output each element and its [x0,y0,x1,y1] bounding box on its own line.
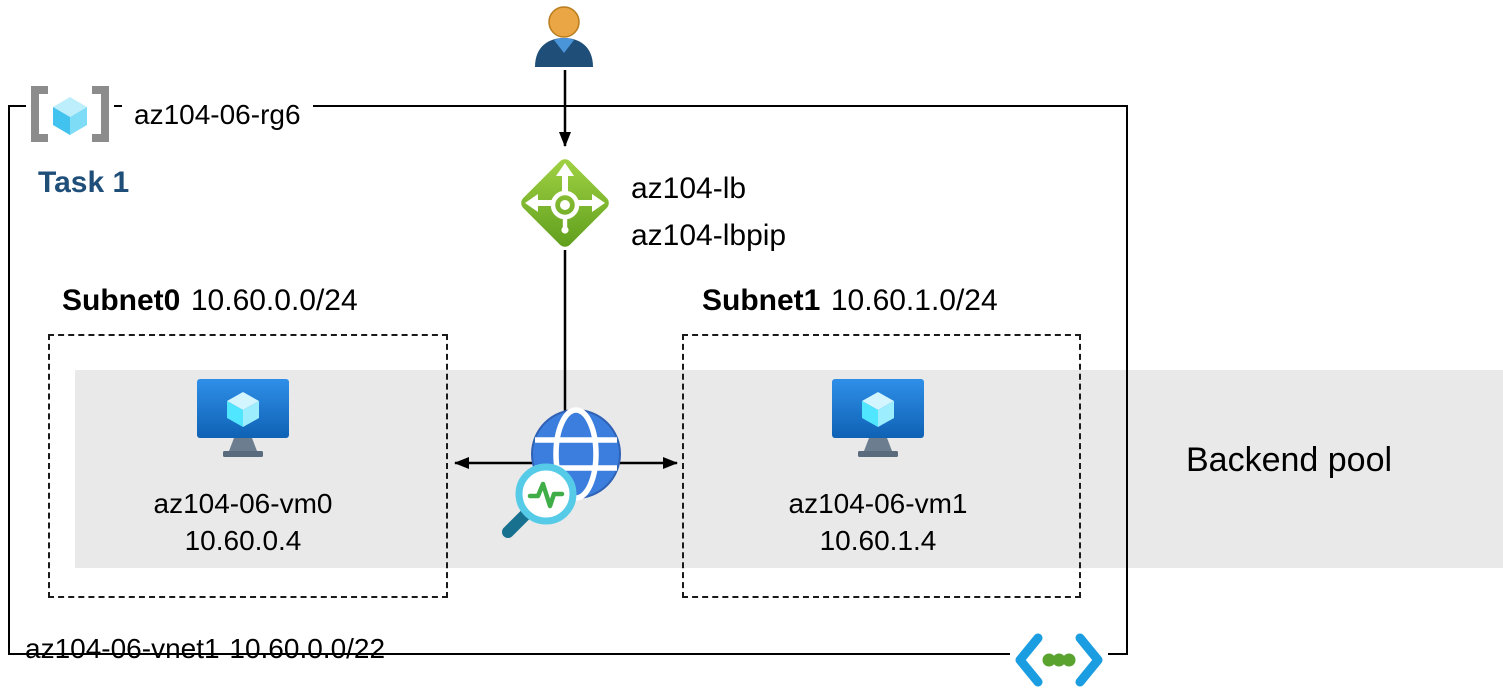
subnet1-cidr: 10.60.1.0/24 [830,284,998,317]
subnet0-box [48,334,448,598]
subnet1-name: Subnet1 [702,284,821,317]
resource-group-box [8,105,1128,655]
virtual-network-icon [1010,630,1108,690]
vm1-icon [832,379,924,457]
vnet-name: az104-06-vnet1 [25,633,220,664]
task-label: Task 1 [38,166,130,199]
subnet0-label: Subnet0 10.60.0.0/24 [62,284,358,318]
resource-group-label: az104-06-rg6 [122,99,313,131]
load-balancer-label: az104-lb az104-lbpip [631,165,786,259]
subnet1-label: Subnet1 10.60.1.0/24 [702,284,998,318]
vm0-name: az104-06-vm0 [153,488,333,519]
vm0-ip: 10.60.0.4 [184,525,302,556]
vm0-icon [197,379,289,457]
subnet1-box [682,334,1081,598]
user-icon [535,6,593,67]
health-probe-globe-icon [502,407,621,538]
backend-pool-band [75,370,1503,568]
load-balancer-name: az104-lb [631,172,747,205]
load-balancer-icon [521,159,609,247]
vm0-label: az104-06-vm0 10.60.0.4 [93,485,393,559]
vm1-ip: 10.60.1.4 [819,525,937,556]
vnet-cidr: 10.60.0.0/22 [229,633,386,664]
vm1-name: az104-06-vm1 [788,488,968,519]
vnet-label: az104-06-vnet1 10.60.0.0/22 [25,633,385,665]
subnet0-cidr: 10.60.0.0/24 [190,284,358,317]
vm1-label: az104-06-vm1 10.60.1.4 [728,485,1028,559]
subnet0-name: Subnet0 [62,284,181,317]
load-balancer-pip: az104-lbpip [631,219,787,252]
resource-group-icon [26,84,114,144]
backend-pool-label: Backend pool [1186,441,1393,479]
